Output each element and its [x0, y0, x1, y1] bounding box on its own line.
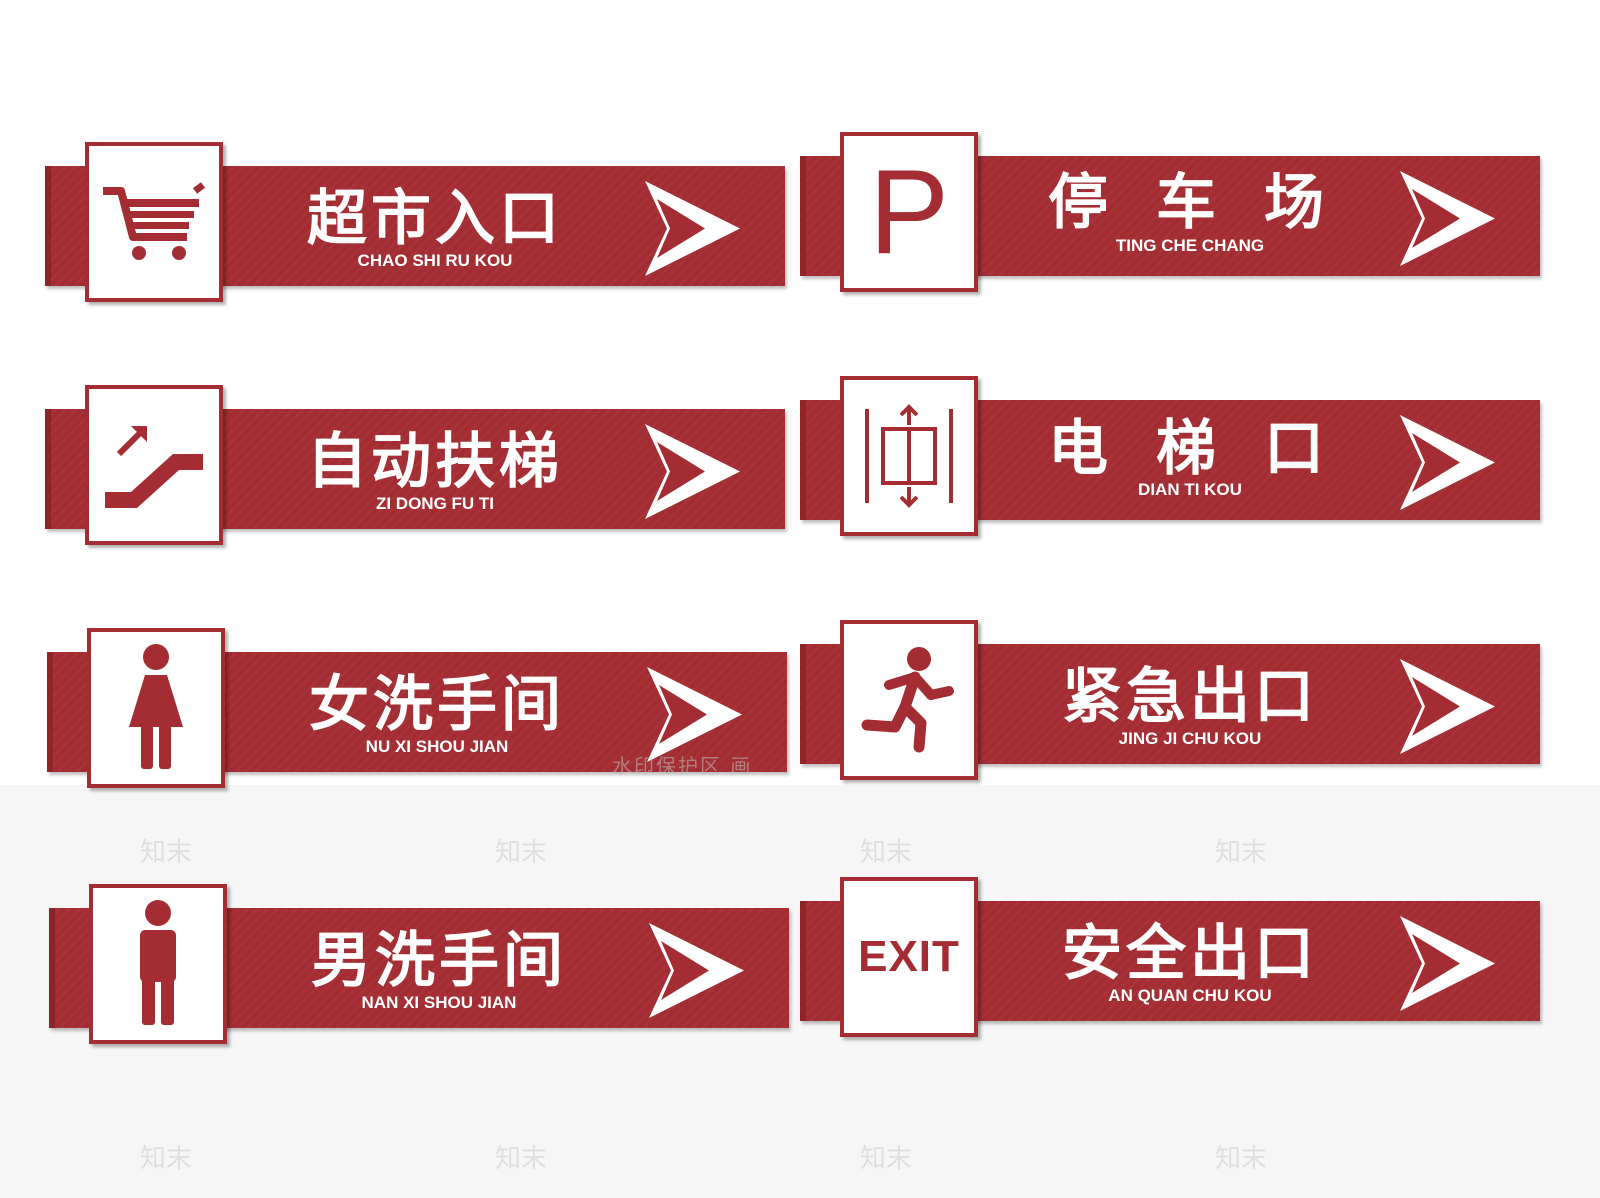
icon-box: EXIT	[840, 877, 978, 1037]
shopping-cart-icon	[103, 182, 206, 260]
sign-safety-exit: EXIT 安全出口 AN QUAN CHU KOU	[800, 877, 1540, 1047]
sign-supermarket-entrance: 超市入口 CHAO SHI RU KOU	[45, 142, 785, 312]
icon-box	[85, 385, 223, 545]
double-chevron-icon	[645, 181, 740, 276]
escalator-icon	[105, 426, 203, 508]
running-person-icon	[861, 647, 954, 753]
sign-mens-restroom: 男洗手间 NAN XI SHOU JIAN	[49, 884, 789, 1054]
parking-icon: P	[868, 145, 950, 279]
sign-pinyin: NU XI SHOU JIAN	[365, 737, 509, 756]
sign-title: 女洗手间	[309, 670, 565, 740]
double-chevron-icon	[645, 424, 740, 519]
icon-box	[87, 628, 225, 788]
double-chevron-icon	[1400, 415, 1495, 510]
sign-pinyin: NAN XI SHOU JIAN	[361, 993, 517, 1012]
sign-escalator: 自动扶梯 ZI DONG FU TI	[45, 385, 785, 555]
watermark-brand: 知末	[1215, 838, 1268, 868]
watermark-text: 水印保护区 画	[612, 754, 753, 778]
watermark-brand: 知末	[1215, 1144, 1268, 1174]
sign-parking: P 停车场 TING CHE CHANG	[800, 132, 1540, 302]
double-chevron-icon	[1400, 171, 1495, 266]
watermark-brand: 知末	[860, 838, 913, 868]
sign-title: 紧急出口	[1062, 662, 1318, 732]
sign-title: 超市入口	[307, 184, 563, 254]
sign-womens-restroom: 女洗手间 NU XI SHOU JIAN	[47, 628, 787, 798]
elevator-icon	[865, 404, 953, 508]
icon-box: P	[840, 132, 978, 292]
sign-title: 电梯口	[1048, 414, 1372, 484]
watermark-brand: 知末	[140, 1144, 193, 1174]
sign-title: 男洗手间	[311, 926, 567, 996]
sign-emergency-exit: 紧急出口 JING JI CHU KOU	[800, 620, 1540, 790]
sign-elevator: 电梯口 DIAN TI KOU	[800, 376, 1540, 546]
icon-box	[840, 376, 978, 536]
sign-pinyin: TING CHE CHANG	[1115, 236, 1265, 255]
double-chevron-icon	[649, 923, 744, 1018]
icon-box	[89, 884, 227, 1044]
sign-title: 停车场	[1048, 168, 1372, 238]
sign-pinyin: DIAN TI KOU	[1138, 480, 1242, 499]
double-chevron-icon	[647, 667, 742, 762]
exit-icon: EXIT	[858, 932, 960, 981]
sign-pinyin: CHAO SHI RU KOU	[357, 251, 513, 270]
male-icon	[140, 900, 176, 1025]
watermark-brand: 知末	[860, 1144, 913, 1174]
watermark-brand: 知末	[495, 1144, 548, 1174]
sign-pinyin: AN QUAN CHU KOU	[1108, 986, 1272, 1005]
double-chevron-icon	[1400, 659, 1495, 754]
icon-box	[85, 142, 223, 302]
double-chevron-icon	[1400, 916, 1495, 1011]
sign-pinyin: ZI DONG FU TI	[375, 494, 495, 513]
icon-box	[840, 620, 978, 780]
female-icon	[129, 644, 183, 769]
watermark-brand: 知末	[140, 838, 193, 868]
sign-title: 安全出口	[1062, 919, 1318, 989]
sign-title: 自动扶梯	[307, 427, 563, 497]
sign-pinyin: JING JI CHU KOU	[1118, 729, 1262, 748]
watermark-brand: 知末	[495, 838, 548, 868]
